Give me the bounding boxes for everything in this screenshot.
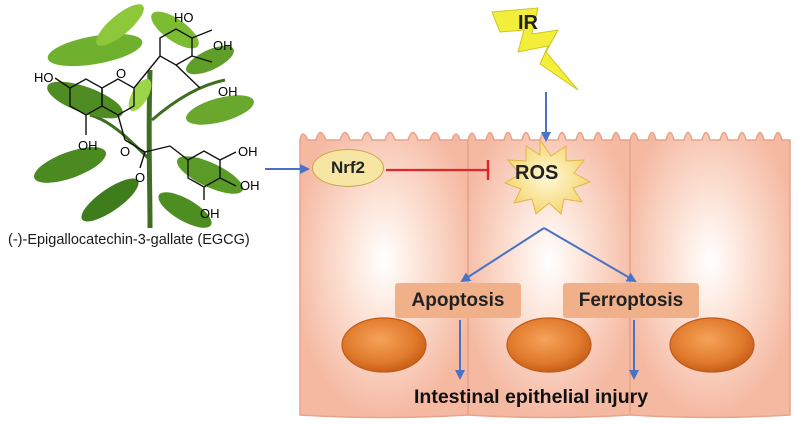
egcg-structure bbox=[54, 28, 237, 200]
arrow-ros-to-apoptosis bbox=[460, 227, 545, 283]
molecule-label-oh: OH bbox=[240, 178, 260, 193]
ir-label: IR bbox=[518, 12, 538, 34]
ros-label: ROS bbox=[515, 162, 559, 184]
molecule-label-oh: OH bbox=[213, 38, 233, 53]
molecule-label-oh: OH bbox=[78, 138, 98, 153]
molecule-label-o: O bbox=[120, 144, 130, 159]
epithelial-cells bbox=[299, 131, 791, 419]
molecule-label-ho: HO bbox=[174, 10, 194, 25]
molecule-label-oh: OH bbox=[218, 84, 238, 99]
egcg-caption: (-)-Epigallocatechin-3-gallate (EGCG) bbox=[8, 232, 250, 248]
epithelial-cell-right bbox=[629, 131, 791, 419]
nucleus-right bbox=[669, 317, 755, 373]
arrow-ros-to-ferroptosis bbox=[543, 227, 637, 283]
ir-lightning-icon bbox=[491, 7, 579, 91]
molecule-label-oh: OH bbox=[238, 144, 258, 159]
ros-burst bbox=[503, 138, 592, 215]
nrf2-node: Nrf2 bbox=[312, 149, 384, 187]
molecule-label-ho: HO bbox=[34, 70, 54, 85]
molecule-label-o: O bbox=[116, 66, 126, 81]
inhibition-nrf2-to-ros bbox=[386, 160, 490, 180]
tea-plant-illustration bbox=[34, 4, 254, 229]
ferroptosis-box: Ferroptosis bbox=[563, 283, 699, 318]
molecule-label-o: O bbox=[135, 170, 145, 185]
intestinal-injury-label: Intestinal epithelial injury bbox=[414, 386, 649, 408]
nucleus-left bbox=[341, 317, 427, 373]
apoptosis-box: Apoptosis bbox=[395, 283, 521, 318]
molecule-label-oh: OH bbox=[200, 206, 220, 221]
nucleus-middle bbox=[506, 317, 592, 373]
